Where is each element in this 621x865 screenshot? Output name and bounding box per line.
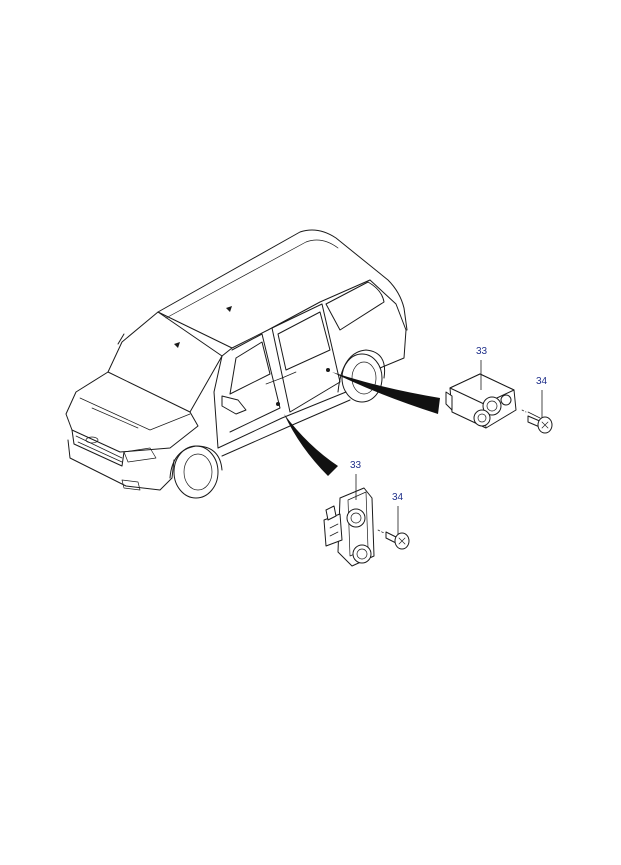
minivan-illustration [65, 229, 408, 499]
upper-pointer-wedge [332, 372, 440, 414]
lower-screw [377, 529, 410, 550]
lower-pointer-wedge [284, 414, 338, 476]
lower-screw-callout: 34 [392, 492, 404, 503]
upper-screw-callout: 34 [536, 376, 548, 387]
lower-switch-callout: 33 [350, 460, 362, 471]
lower-door-switch [323, 487, 375, 567]
upper-switch-callout: 33 [476, 346, 488, 357]
upper-door-switch [445, 373, 517, 429]
upper-screw [521, 409, 553, 434]
